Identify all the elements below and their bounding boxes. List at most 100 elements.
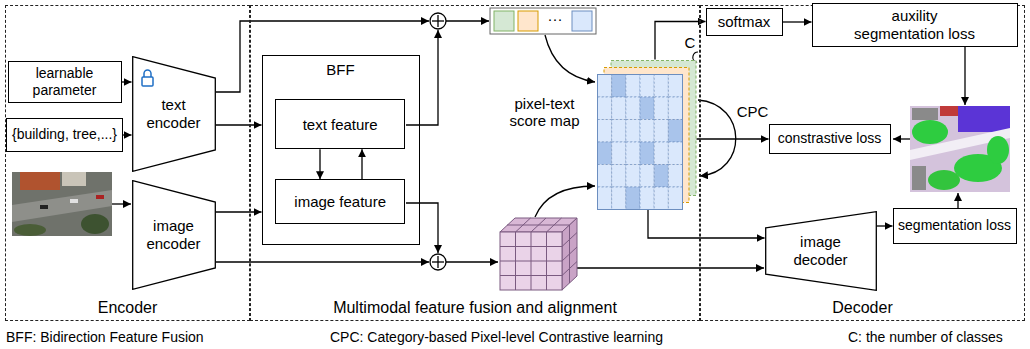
score-cell bbox=[625, 74, 639, 97]
input-box: learnable parameter bbox=[8, 61, 122, 103]
region-title: Decoder bbox=[701, 299, 1024, 317]
feature-box: image feature bbox=[275, 179, 405, 224]
lock-icon bbox=[142, 77, 153, 86]
node-label: image decoder bbox=[790, 233, 852, 268]
segmentation-result bbox=[928, 170, 960, 190]
score-cell bbox=[668, 164, 682, 187]
score-cell bbox=[625, 187, 639, 210]
text-embedding-bar bbox=[490, 8, 596, 34]
aerial-photo bbox=[20, 172, 60, 190]
score-cell bbox=[625, 164, 639, 187]
node-label: image feature bbox=[294, 193, 386, 210]
trapezoid-shape bbox=[765, 211, 876, 290]
score-cell bbox=[640, 119, 654, 142]
feature-cube bbox=[500, 275, 562, 276]
score-cell bbox=[597, 97, 611, 120]
text-embedding-bar bbox=[490, 8, 596, 34]
score-cell bbox=[611, 119, 625, 142]
plus-symbol bbox=[430, 13, 446, 270]
wire bbox=[964, 45, 965, 105]
process-box: softmax bbox=[706, 8, 783, 36]
score-cell bbox=[625, 97, 639, 120]
node-label: image encoder bbox=[143, 217, 205, 252]
segmentation-result bbox=[912, 108, 938, 120]
feature-cube bbox=[507, 225, 569, 226]
score-cell bbox=[654, 187, 668, 210]
feature-cube bbox=[500, 261, 562, 262]
aerial-photo bbox=[96, 195, 104, 199]
segmentation-result bbox=[912, 120, 948, 144]
connector-arrow bbox=[697, 138, 769, 139]
score-cell bbox=[597, 164, 611, 187]
wire bbox=[577, 267, 764, 268]
wire bbox=[545, 35, 595, 82]
wire bbox=[406, 203, 438, 253]
feature-cube bbox=[500, 218, 577, 290]
score-cell bbox=[640, 142, 654, 165]
aerial-photo bbox=[62, 172, 86, 186]
class-count-label: C bbox=[685, 34, 696, 51]
score-cell bbox=[611, 142, 625, 165]
segmentation-result bbox=[912, 166, 926, 190]
connector-arrow bbox=[123, 134, 132, 135]
decoder-region: Decoder softmax auxility segmentation loss… bbox=[700, 5, 1025, 321]
score-cell bbox=[597, 142, 611, 165]
connector-arrow bbox=[783, 21, 812, 22]
score-cell bbox=[668, 97, 682, 120]
score-cell bbox=[668, 74, 682, 97]
score-cell bbox=[654, 97, 668, 120]
score-cell bbox=[611, 97, 625, 120]
score-cell bbox=[668, 187, 682, 210]
fusion-region: Multimodal feature fusion and alignmentB… bbox=[250, 5, 700, 321]
trapezoid-shape bbox=[132, 56, 215, 171]
wire bbox=[446, 261, 498, 262]
aerial-photo bbox=[14, 224, 46, 236]
connector-arrow bbox=[122, 81, 132, 82]
feature-cube bbox=[500, 246, 562, 247]
score-cell bbox=[668, 119, 682, 142]
plus-symbol bbox=[430, 13, 446, 29]
wire bbox=[957, 193, 958, 208]
score-cell bbox=[640, 74, 654, 97]
loss-box: segmentation loss bbox=[893, 208, 1017, 244]
score-cell bbox=[611, 164, 625, 187]
connector-arrow bbox=[216, 124, 262, 125]
wire bbox=[112, 203, 131, 204]
encoder-block: image encoder bbox=[132, 180, 216, 290]
score-cell bbox=[597, 74, 611, 97]
wire bbox=[216, 261, 429, 262]
connector-arrow bbox=[655, 22, 706, 60]
node-label: text feature bbox=[303, 116, 378, 133]
score-cell bbox=[640, 97, 654, 120]
loss-box: constrastive loss bbox=[769, 124, 891, 154]
score-cell bbox=[654, 119, 668, 142]
map-caption: pixel-text score map bbox=[497, 95, 593, 130]
class-score-layer bbox=[604, 67, 689, 202]
score-cell bbox=[654, 74, 668, 97]
score-cell bbox=[654, 142, 668, 165]
score-cell bbox=[625, 142, 639, 165]
segmentation-result bbox=[910, 106, 1010, 192]
score-cell bbox=[640, 187, 654, 210]
wire bbox=[698, 100, 736, 176]
node-label: auxility segmentation loss bbox=[849, 7, 981, 42]
segmentation-result bbox=[987, 136, 1009, 164]
plus-symbol bbox=[430, 254, 446, 270]
score-map-stack bbox=[597, 60, 697, 210]
score-cell bbox=[640, 164, 654, 187]
wire bbox=[406, 30, 438, 125]
aerial-photo bbox=[40, 205, 48, 209]
score-map: pixel-text score mapC bbox=[597, 60, 697, 210]
encoder-block: text encoder bbox=[132, 56, 216, 172]
loss-box: auxility segmentation loss bbox=[812, 3, 1018, 47]
node-label: text encoder bbox=[143, 96, 205, 131]
wire bbox=[893, 138, 910, 139]
score-cell bbox=[668, 142, 682, 165]
aerial-photo bbox=[70, 199, 78, 203]
abbreviation-note: CPC: Category-based Pixel-level Contrast… bbox=[330, 329, 663, 345]
connector-arrow bbox=[319, 149, 320, 179]
